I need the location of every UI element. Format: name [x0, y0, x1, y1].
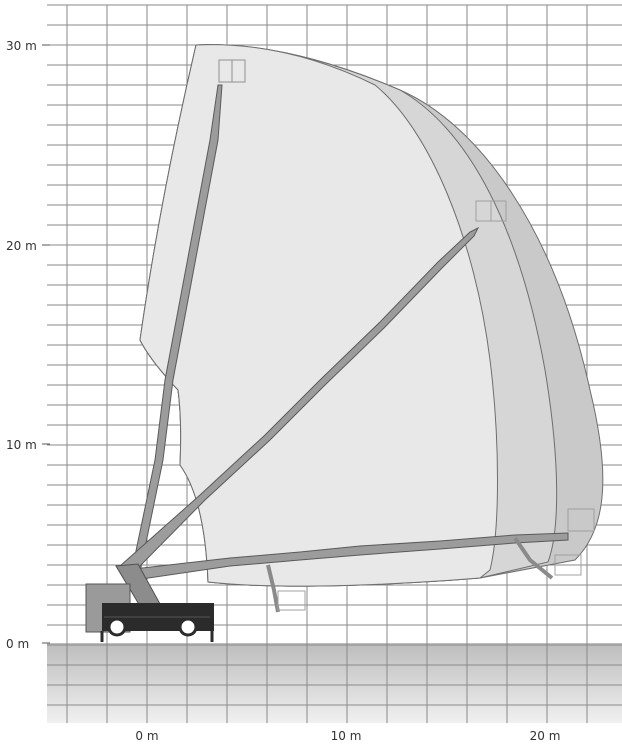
x-axis-label-10: 10 m: [331, 729, 362, 743]
x-axis-label-0: 0 m: [135, 729, 158, 743]
boom-horizontal: [123, 532, 569, 581]
y-axis-label-20: 20 m: [6, 239, 37, 253]
y-axis-label-0: 0 m: [6, 637, 29, 651]
y-axis-label-10: 10 m: [6, 438, 37, 452]
boom-vertical: [121, 84, 223, 573]
working-envelope-inner: [139, 44, 498, 587]
carrier-vehicle: [85, 583, 214, 642]
boom-drop-arm: [266, 564, 280, 613]
wheel-front: [178, 617, 198, 637]
wheel-rear: [107, 617, 127, 637]
platform-basket-ground: [277, 590, 306, 611]
ground: [47, 643, 622, 723]
boom-diagonal: [119, 226, 480, 573]
platform-basket-right: [567, 508, 595, 532]
y-axis-label-30: 30 m: [6, 39, 37, 53]
platform-basket-low: [554, 554, 582, 576]
x-axis-label-20: 20 m: [530, 729, 561, 743]
